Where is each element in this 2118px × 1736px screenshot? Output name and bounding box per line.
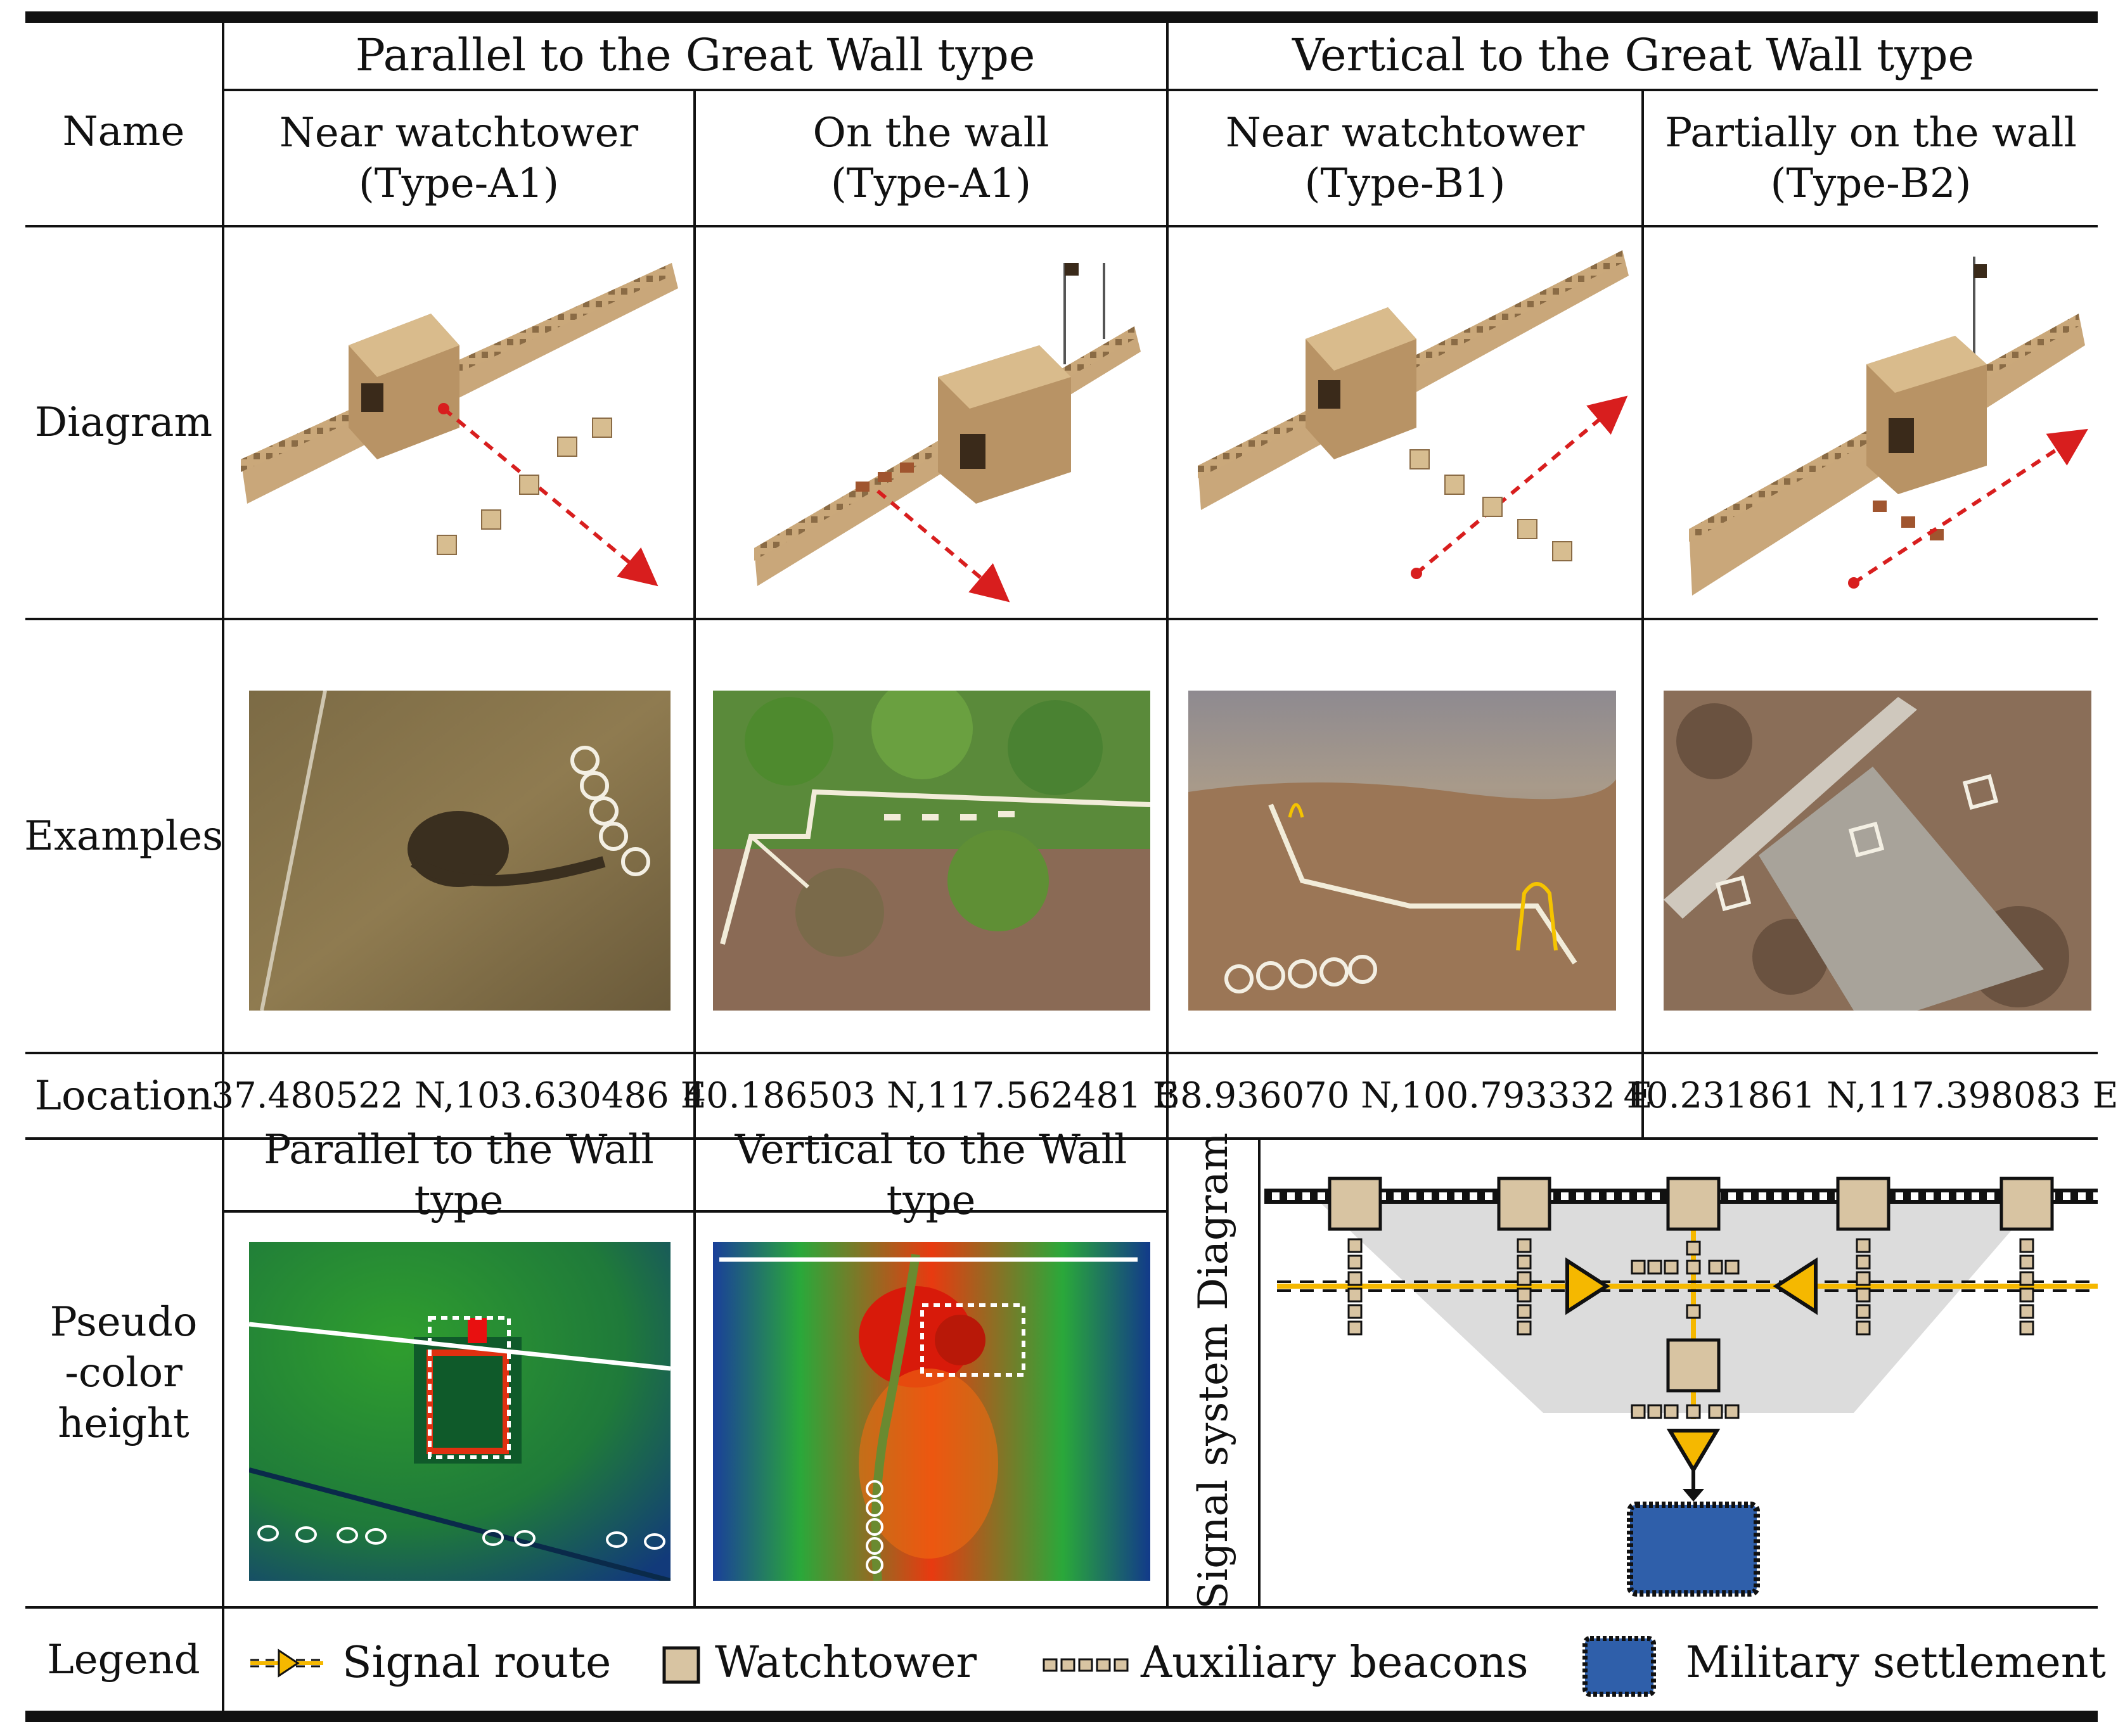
legend-military-settlement-icon bbox=[1582, 1636, 1656, 1697]
example-photo-1 bbox=[249, 691, 671, 1011]
type-1-code: (Type-A1) bbox=[358, 160, 560, 207]
row-divider-pseudo bbox=[25, 1606, 2098, 1609]
example-photo-4 bbox=[1664, 691, 2091, 1011]
type-2-code: (Type-A1) bbox=[830, 160, 1032, 207]
pseudo-label-line2: -color bbox=[65, 1350, 183, 1396]
bottom-border bbox=[25, 1711, 2098, 1722]
location-3: 38.936070 N,100.793332 E bbox=[1157, 1075, 1653, 1116]
type-3-code: (Type-B1) bbox=[1304, 160, 1506, 207]
col-divider-2 bbox=[1166, 11, 1169, 1606]
diagram-type-b2-partial bbox=[1689, 257, 2088, 596]
legend-auxiliary-beacons-label: Auxiliary beacons bbox=[1141, 1638, 1529, 1688]
location-4: 40.231861 N,117.398083 E bbox=[1623, 1075, 2118, 1116]
legend-signal-route-label: Signal route bbox=[342, 1638, 612, 1688]
legend-watchtower-label: Watchtower bbox=[715, 1638, 977, 1688]
legend-auxiliary-beacons-icon bbox=[1043, 1658, 1129, 1672]
vertical-group-header: Vertical to the Great Wall type bbox=[1292, 29, 1974, 82]
pseudo-vertical-label: Vertical to the Wall type bbox=[735, 1126, 1127, 1224]
row-label-diagram: Diagram bbox=[34, 399, 213, 446]
row-label-name: Name bbox=[62, 108, 185, 155]
type-name-2: On the wall (Type-A1) bbox=[696, 91, 1166, 225]
diagram-type-a1-near bbox=[241, 263, 678, 587]
type-3-title: Near watchtower bbox=[1225, 109, 1585, 156]
pseudo-color-parallel-map bbox=[249, 1242, 671, 1581]
pseudo-label-line3: height bbox=[58, 1400, 189, 1447]
row-label-examples: Examples bbox=[24, 812, 223, 860]
type-4-code: (Type-B2) bbox=[1770, 160, 1972, 207]
top-border bbox=[25, 11, 2098, 23]
legend-watchtower-icon bbox=[662, 1646, 700, 1684]
row-label-legend: Legend bbox=[47, 1636, 200, 1683]
type-name-4: Partially on the wall (Type-B2) bbox=[1644, 91, 2098, 225]
row-divider-diagram bbox=[25, 618, 2098, 620]
diagram-type-b1-near bbox=[1198, 250, 1629, 579]
header-divider bbox=[223, 89, 2098, 91]
type-1-title: Near watchtower bbox=[279, 109, 639, 156]
location-1: 37.480522 N,103.630486 E bbox=[211, 1075, 707, 1116]
signal-diagram-label: Signal system Diagram bbox=[1190, 1132, 1237, 1609]
type-2-title: On the wall bbox=[812, 109, 1049, 156]
parallel-group-header: Parallel to the Great Wall type bbox=[355, 29, 1036, 82]
row-divider-examples bbox=[25, 1052, 2098, 1054]
diagram-type-a1-on-wall bbox=[754, 263, 1141, 603]
type-4-title: Partially on the wall bbox=[1665, 109, 2077, 156]
legend-signal-route-icon bbox=[250, 1649, 323, 1678]
row-divider-name bbox=[25, 225, 2098, 227]
col-divider-label bbox=[222, 11, 224, 1716]
col-divider-signal bbox=[1258, 1137, 1261, 1606]
pseudo-color-vertical-map bbox=[713, 1242, 1150, 1581]
row-divider-location bbox=[25, 1137, 2098, 1140]
location-2: 40.186503 N,117.562481 E bbox=[683, 1075, 1179, 1116]
example-photo-3 bbox=[1188, 691, 1616, 1011]
col-divider-3 bbox=[1641, 89, 1644, 1137]
type-name-3: Near watchtower (Type-B1) bbox=[1169, 91, 1641, 225]
type-name-1: Near watchtower (Type-A1) bbox=[224, 91, 693, 225]
signal-system-diagram bbox=[1264, 1177, 2098, 1597]
col-divider-1 bbox=[693, 89, 696, 1606]
row-label-pseudo: Pseudo -color height bbox=[25, 1140, 222, 1606]
row-label-location: Location bbox=[34, 1072, 213, 1120]
example-photo-2 bbox=[713, 691, 1150, 1011]
pseudo-parallel-label: Parallel to the Wall type bbox=[264, 1126, 654, 1224]
legend-military-settlement-label: Military settlement bbox=[1686, 1638, 2106, 1688]
pseudo-label-line1: Pseudo bbox=[49, 1299, 198, 1346]
